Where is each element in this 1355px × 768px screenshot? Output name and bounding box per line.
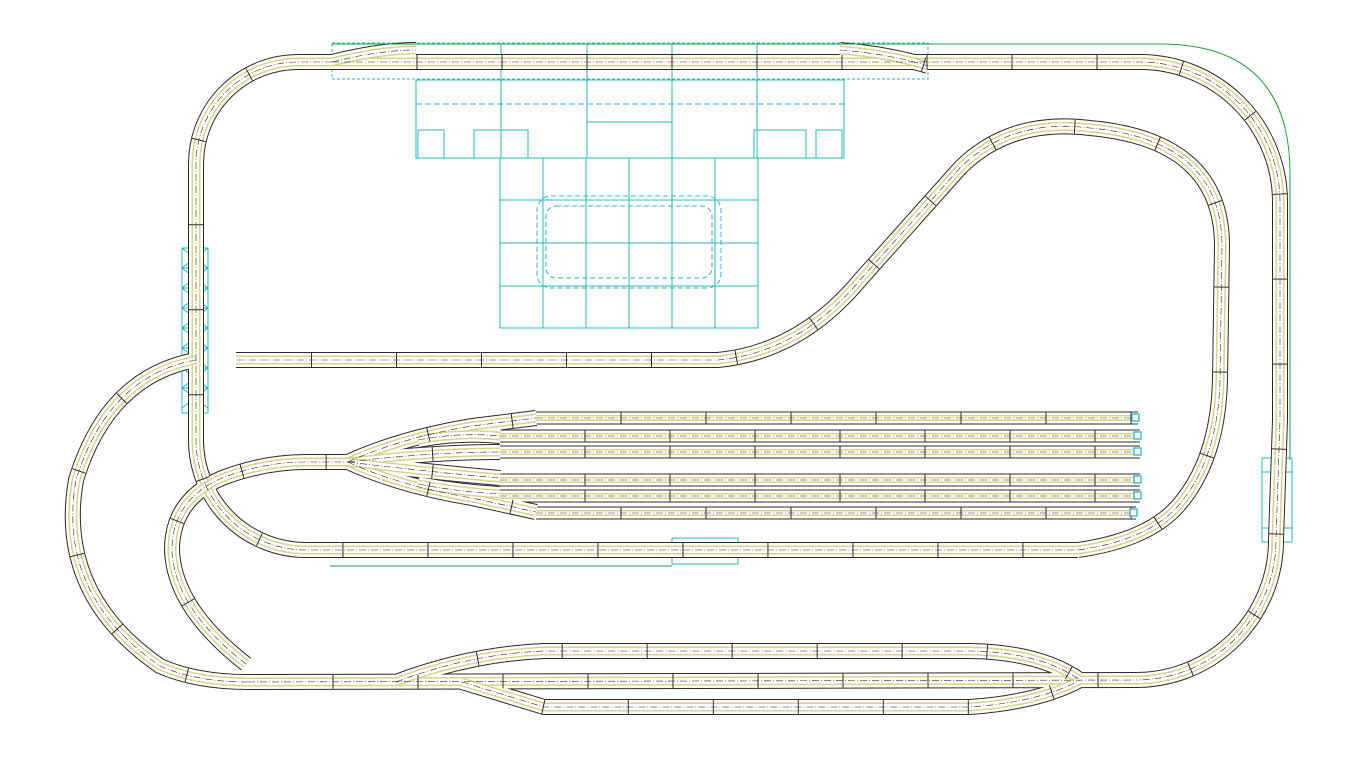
- buffer-stop-3: [1133, 447, 1142, 456]
- yard-ladder-upper-a-joint: [510, 413, 514, 428]
- yard-ladder-lower-a-joint: [509, 499, 514, 514]
- siding-bumpers: [1129, 413, 1142, 517]
- track-joint-layer: [70, 55, 1287, 714]
- passing-loop-lower-joint: [541, 699, 546, 714]
- outer-loop-track-centerline: [332, 61, 1281, 681]
- big-loop-track-joint: [925, 195, 937, 206]
- track-fill-layer: [65, 43, 1287, 714]
- buffer-stop-4: [1133, 475, 1142, 484]
- rail-layer: [68, 45, 1285, 712]
- buffer-stop-5: [1133, 491, 1142, 500]
- left-return-curve-joint: [72, 468, 86, 474]
- track-bed-layer: [64, 42, 1288, 715]
- outer-loop-track-joint: [1272, 193, 1287, 195]
- yard-ladder-upper-a-centerline: [347, 417, 537, 463]
- yard-lead-curve-joint: [170, 517, 184, 524]
- passing-loop-lower-centerline: [461, 679, 1081, 708]
- inner-loop-track-joint: [191, 137, 206, 143]
- inner-loop-track-centerline: [195, 61, 1078, 551]
- left-return-curve-centerline: [72, 359, 249, 683]
- big-loop-track-joint: [809, 317, 819, 330]
- yard-lead-curve-joint: [239, 464, 245, 479]
- yard-lead-curve-joint: [181, 598, 195, 607]
- outer-loop-track-joint: [1244, 111, 1257, 121]
- inner-loop-track-joint: [196, 475, 210, 482]
- passing-loop-upper-joint: [986, 644, 989, 659]
- big-loop-track-joint: [988, 137, 997, 150]
- inner-loop-track-joint: [245, 68, 253, 81]
- yard-ladder-upper-b-centerline: [417, 434, 501, 441]
- outer-loop-track-joint: [1187, 662, 1194, 676]
- yard-ladder-lower-a-joint: [426, 482, 431, 497]
- left-return-curve-joint: [116, 393, 127, 404]
- passing-loop-lower-joint: [1049, 685, 1055, 699]
- inner-loop-track-joint: [256, 533, 263, 547]
- yard-ladder-lower-a-centerline: [347, 461, 537, 513]
- big-loop-track-joint: [734, 350, 739, 365]
- turntable-structure: [499, 157, 759, 329]
- buffer-stop-6: [1129, 508, 1138, 517]
- big-loop-track-joint: [868, 259, 880, 270]
- station-spur-left-centerline: [331, 49, 417, 63]
- outer-loop-track-joint: [1178, 61, 1184, 76]
- station-spur-right-centerline: [839, 49, 929, 67]
- outer-loop-platform-edge: [332, 43, 1291, 460]
- left-return-curve-joint: [184, 668, 189, 683]
- lower-main-track-centerline: [247, 679, 1137, 683]
- big-loop-track-centerline: [236, 126, 1223, 551]
- passing-loop-upper-centerline: [395, 650, 1081, 683]
- big-loop-track-joint: [1200, 452, 1214, 459]
- passing-loop-upper-joint: [475, 651, 480, 666]
- big-loop-track-joint: [1154, 137, 1161, 151]
- big-loop-track-joint: [1073, 119, 1076, 134]
- passing-loop-upper-joint: [1064, 666, 1073, 680]
- yard-ladder-upper-c-centerline: [347, 451, 501, 463]
- big-loop-track-joint: [1153, 517, 1163, 530]
- yard-ladder-lower-c-joint: [431, 464, 434, 479]
- yard-ladder-lower-b-centerline: [417, 483, 501, 495]
- station-building-body: [415, 79, 845, 159]
- outer-loop-track-joint: [1248, 610, 1261, 620]
- big-loop-track-joint: [1208, 200, 1222, 206]
- yard-ladder-upper-a-joint: [426, 427, 431, 442]
- buffer-stop-2: [1133, 431, 1142, 440]
- left-return-curve-joint: [70, 552, 85, 558]
- track-centerline-layer: [72, 49, 1281, 708]
- left-return-curve-joint: [111, 623, 123, 635]
- station-spur-right-joint: [921, 57, 927, 72]
- buffer-stop-1: [1131, 413, 1140, 422]
- yard-ladder-lower-c-centerline: [347, 461, 501, 479]
- platform-edges: [330, 43, 1291, 567]
- yard-lead-curve-centerline: [171, 461, 348, 665]
- yard-ladder-upper-c-joint: [431, 447, 434, 462]
